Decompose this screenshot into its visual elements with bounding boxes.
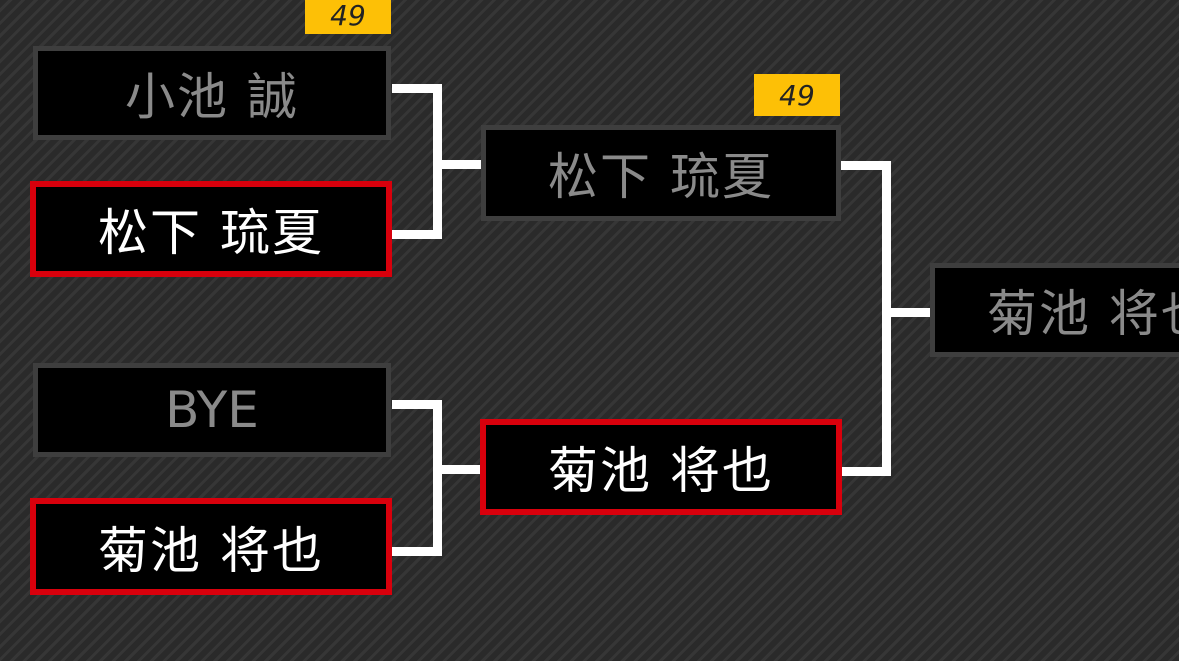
player-slot-r2-1[interactable]: 松下 琉夏 <box>481 125 841 221</box>
bracket-connector <box>882 161 891 476</box>
player-name: 小池 誠 <box>125 68 299 126</box>
bracket-connector <box>891 308 930 317</box>
bracket-connector <box>433 400 442 556</box>
player-name: 松下 琉夏 <box>98 204 324 262</box>
player-name: 菊池 将也 <box>98 521 324 580</box>
bracket-connector <box>433 84 442 239</box>
player-name: 菊池 将也 <box>987 285 1179 343</box>
player-name: BYE <box>165 381 259 439</box>
bracket-connector <box>841 161 891 170</box>
player-slot-r1-1[interactable]: 小池 誠 <box>33 46 391 140</box>
player-slot-r3-1[interactable]: 菊池 将也 <box>930 263 1179 357</box>
score-badge: 49 <box>754 74 840 116</box>
bracket-connector <box>392 84 442 93</box>
bracket-connector <box>392 230 442 239</box>
player-slot-r2-2[interactable]: 菊池 将也 <box>480 419 842 515</box>
bracket-connector <box>392 547 442 556</box>
bracket-connector <box>842 467 891 476</box>
player-name: 菊池 将也 <box>548 442 774 500</box>
player-name: 松下 琉夏 <box>548 148 774 206</box>
player-slot-r1-2[interactable]: 松下 琉夏 <box>30 181 392 277</box>
bracket-connector <box>392 400 442 409</box>
player-slot-r1-3[interactable]: BYE <box>33 363 391 457</box>
score-badge: 49 <box>305 0 391 34</box>
player-slot-r1-4[interactable]: 菊池 将也 <box>30 498 392 595</box>
bracket-connector <box>442 160 481 169</box>
bracket-connector <box>442 465 480 474</box>
